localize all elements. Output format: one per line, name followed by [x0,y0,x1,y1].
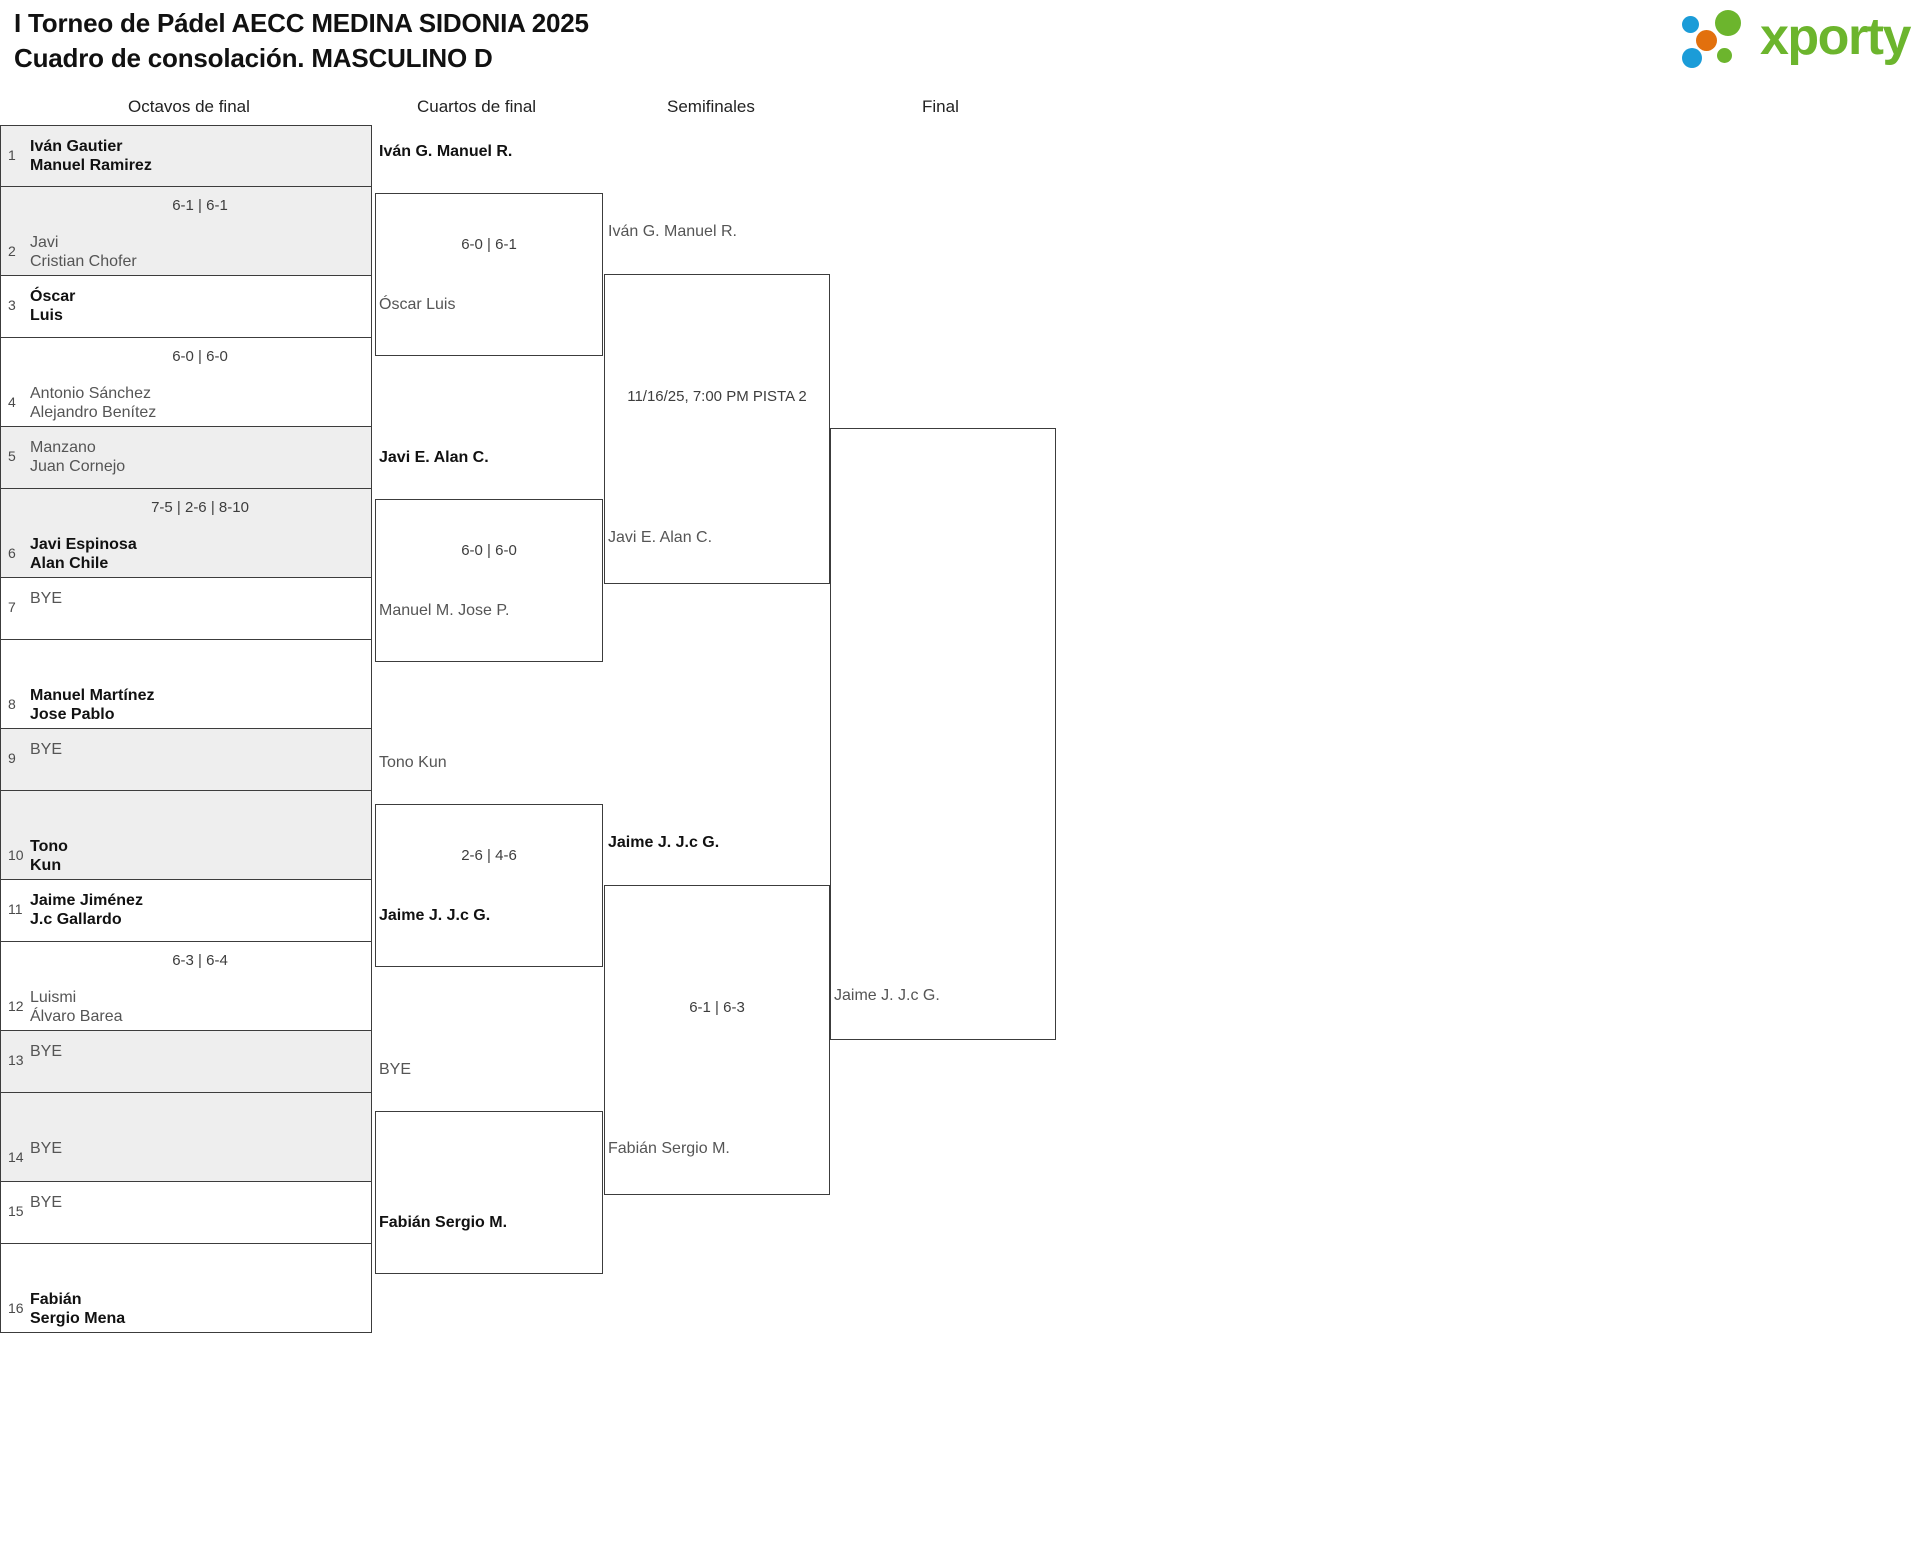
seed-number: 16 [8,1300,24,1316]
round-header-octavos: Octavos de final [128,97,250,116]
seed-number: 5 [8,448,16,464]
team-name: Tono Kun [30,838,68,874]
round-header-cuartos: Cuartos de final [417,97,537,116]
tournament-title-line1: I Torneo de Pádel AECC MEDINA SIDONIA 20… [14,8,589,38]
r1-slot-2[interactable]: 2 Javi Cristian Chofer [0,187,372,276]
team-name: BYE [30,741,63,758]
r1-slot-9[interactable]: 9 BYE [0,729,372,791]
r2-match-box-2[interactable] [375,499,603,662]
team-name: Javi Espinosa Alan Chile [30,536,137,572]
r1-slot-12[interactable]: 12 Luismi Álvaro Barea [0,942,372,1031]
r1-score-3: 7-5 | 2-6 | 8-10 [151,499,249,516]
tournament-subtitle-line2: Cuadro de consolación. MASCULINO D [14,42,493,73]
seed-number: 10 [8,847,24,863]
r3-team-1[interactable]: Iván G. Manuel R. [608,223,737,240]
r2-score-2: 6-0 | 6-0 [461,542,517,559]
r2-match-box-4[interactable] [375,1111,603,1274]
seed-number: 6 [8,545,16,561]
seed-number: 15 [8,1203,24,1219]
r2-team-5[interactable]: Tono Kun [379,754,447,771]
logo-wordmark: xporty [1760,8,1911,66]
r2-team-6[interactable]: Jaime J. J.c G. [379,907,491,924]
team-name: Jaime Jiménez J.c Gallardo [30,892,143,928]
r1-slot-1[interactable]: 1 Iván Gautier Manuel Ramirez [0,125,372,187]
seed-number: 9 [8,750,16,766]
team-name: Luismi Álvaro Barea [30,989,123,1025]
r1-slot-7[interactable]: 7 BYE [0,578,372,640]
r4-match-box-1[interactable] [830,428,1056,1040]
r2-team-7[interactable]: BYE [379,1061,412,1078]
team-name: Manzano Juan Cornejo [30,439,126,475]
r3-team-4[interactable]: Fabián Sergio M. [608,1140,730,1157]
seed-number: 14 [8,1149,24,1165]
round-header-semifinales: Semifinales [667,97,755,116]
r1-slot-8[interactable]: 8 Manuel Martínez Jose Pablo [0,640,372,729]
team-name: BYE [30,1043,63,1060]
r2-team-2[interactable]: Óscar Luis [379,296,456,313]
r2-team-3[interactable]: Javi E. Alan C. [379,449,489,466]
r3-team-2[interactable]: Javi E. Alan C. [608,529,713,546]
team-name: Óscar Luis [30,288,76,324]
seed-number: 2 [8,243,16,259]
r1-slot-11[interactable]: 11 Jaime Jiménez J.c Gallardo [0,880,372,942]
r2-match-box-1[interactable] [375,193,603,356]
seed-number: 7 [8,599,16,615]
seed-number: 4 [8,394,16,410]
r3-score-2: 6-1 | 6-3 [689,999,745,1016]
logo-dots-icon [1682,10,1756,68]
r1-slot-16[interactable]: 16 Fabián Sergio Mena [0,1244,372,1333]
team-name: BYE [30,1140,63,1157]
r1-slot-4[interactable]: 4 Antonio Sánchez Alejandro Benítez [0,338,372,427]
xporty-logo[interactable]: xporty [1682,8,1911,70]
seed-number: 3 [8,297,16,313]
seed-number: 8 [8,696,16,712]
r2-score-3: 2-6 | 4-6 [461,847,517,864]
r1-score-6: 6-3 | 6-4 [172,952,228,969]
r2-team-4[interactable]: Manuel M. Jose P. [379,602,510,619]
r3-match-box-1[interactable] [604,274,830,584]
team-name: BYE [30,590,63,607]
team-name: Javi Cristian Chofer [30,234,137,270]
team-name: Manuel Martínez Jose Pablo [30,687,155,723]
r1-slot-15[interactable]: 15 BYE [0,1182,372,1244]
round-header-final: Final [922,97,959,116]
r3-score-1: 11/16/25, 7:00 PM PISTA 2 [627,388,807,405]
r3-team-3[interactable]: Jaime J. J.c G. [608,834,720,851]
team-name: Iván Gautier Manuel Ramirez [30,138,152,174]
seed-number: 1 [8,147,16,163]
r4-team-1[interactable]: Jaime J. J.c G. [834,987,940,1004]
page-title: I Torneo de Pádel AECC MEDINA SIDONIA 20… [14,6,1214,75]
r1-score-2: 6-0 | 6-0 [172,348,228,365]
r1-slot-14[interactable]: 14 BYE [0,1093,372,1182]
r1-slot-3[interactable]: 3 Óscar Luis [0,276,372,338]
r2-team-1[interactable]: Iván G. Manuel R. [379,143,513,160]
seed-number: 13 [8,1052,24,1068]
seed-number: 11 [8,901,23,917]
team-name: Fabián Sergio Mena [30,1291,126,1327]
r1-slot-10[interactable]: 10 Tono Kun [0,791,372,880]
r2-score-1: 6-0 | 6-1 [461,236,517,253]
r2-match-box-3[interactable] [375,804,603,967]
r2-team-8[interactable]: Fabián Sergio M. [379,1214,508,1231]
r1-slot-6[interactable]: 6 Javi Espinosa Alan Chile [0,489,372,578]
r1-score-1: 6-1 | 6-1 [172,197,228,214]
team-name: Antonio Sánchez Alejandro Benítez [30,385,157,421]
r1-slot-13[interactable]: 13 BYE [0,1031,372,1093]
r3-match-box-2[interactable] [604,885,830,1195]
seed-number: 12 [8,998,24,1014]
team-name: BYE [30,1194,63,1211]
r1-slot-5[interactable]: 5 Manzano Juan Cornejo [0,427,372,489]
